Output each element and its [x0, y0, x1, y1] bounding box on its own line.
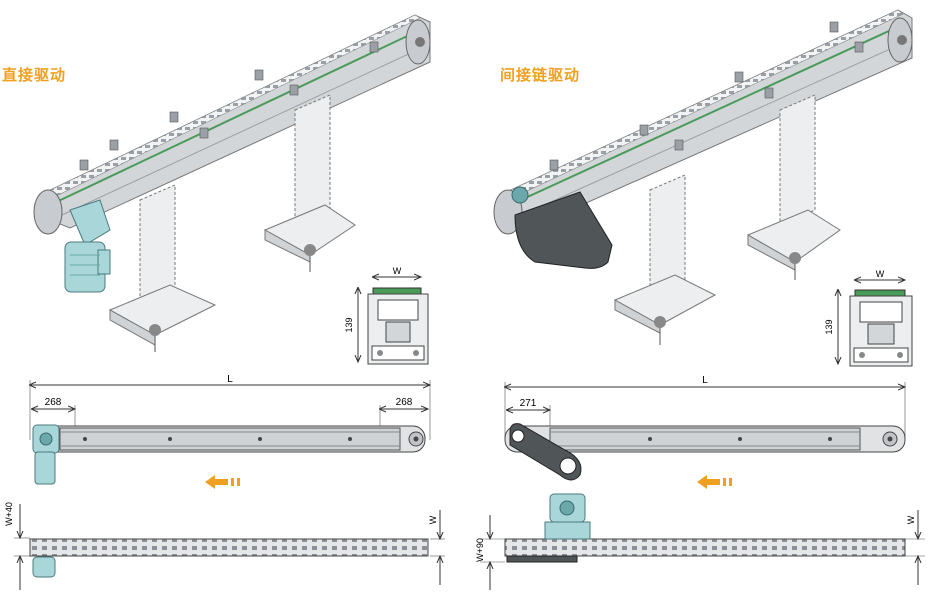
right-side-view: W+90 W: [475, 510, 925, 590]
right-isometric-conveyor: [493, 9, 913, 345]
left-isometric-conveyor: [33, 14, 431, 352]
left-direct-drive-motor: [64, 199, 111, 293]
right-profile-width-label: W: [876, 269, 885, 279]
indirect-chain-drive-title: 间接链驱动: [500, 66, 581, 84]
right-profile-height-label: 139: [824, 319, 834, 334]
right-direction-arrow: [697, 475, 732, 489]
left-support-leg-rear: [263, 94, 356, 272]
left-direction-arrow: [205, 475, 240, 489]
left-support-leg-front: [108, 184, 217, 352]
left-profile-width-label: W: [393, 266, 402, 276]
right-drive-end-dim: 271: [520, 398, 537, 409]
right-support-leg-front: [613, 174, 717, 345]
left-profile-section: W 139: [344, 266, 429, 365]
right-support-leg-rear: [746, 94, 841, 280]
right-width-plus-label: W+90: [475, 538, 485, 562]
left-profile-height-label: 139: [344, 317, 354, 332]
right-chain-guard: [511, 186, 613, 269]
right-length-label: L: [702, 375, 708, 386]
right-width-label: W: [906, 515, 916, 524]
left-side-view: W+40 W: [4, 502, 445, 590]
left-length-label: L: [227, 374, 233, 385]
left-width-label: W: [428, 515, 438, 524]
left-top-view: L 268 268: [30, 374, 430, 489]
right-top-view: L 271: [505, 375, 905, 523]
left-drive-end-dim: 268: [45, 397, 62, 408]
direct-drive-title: 直接驱动: [2, 66, 67, 84]
left-idle-end-dim: 268: [396, 397, 413, 408]
left-width-plus-label: W+40: [4, 502, 14, 526]
right-profile-section: W 139: [824, 269, 913, 367]
